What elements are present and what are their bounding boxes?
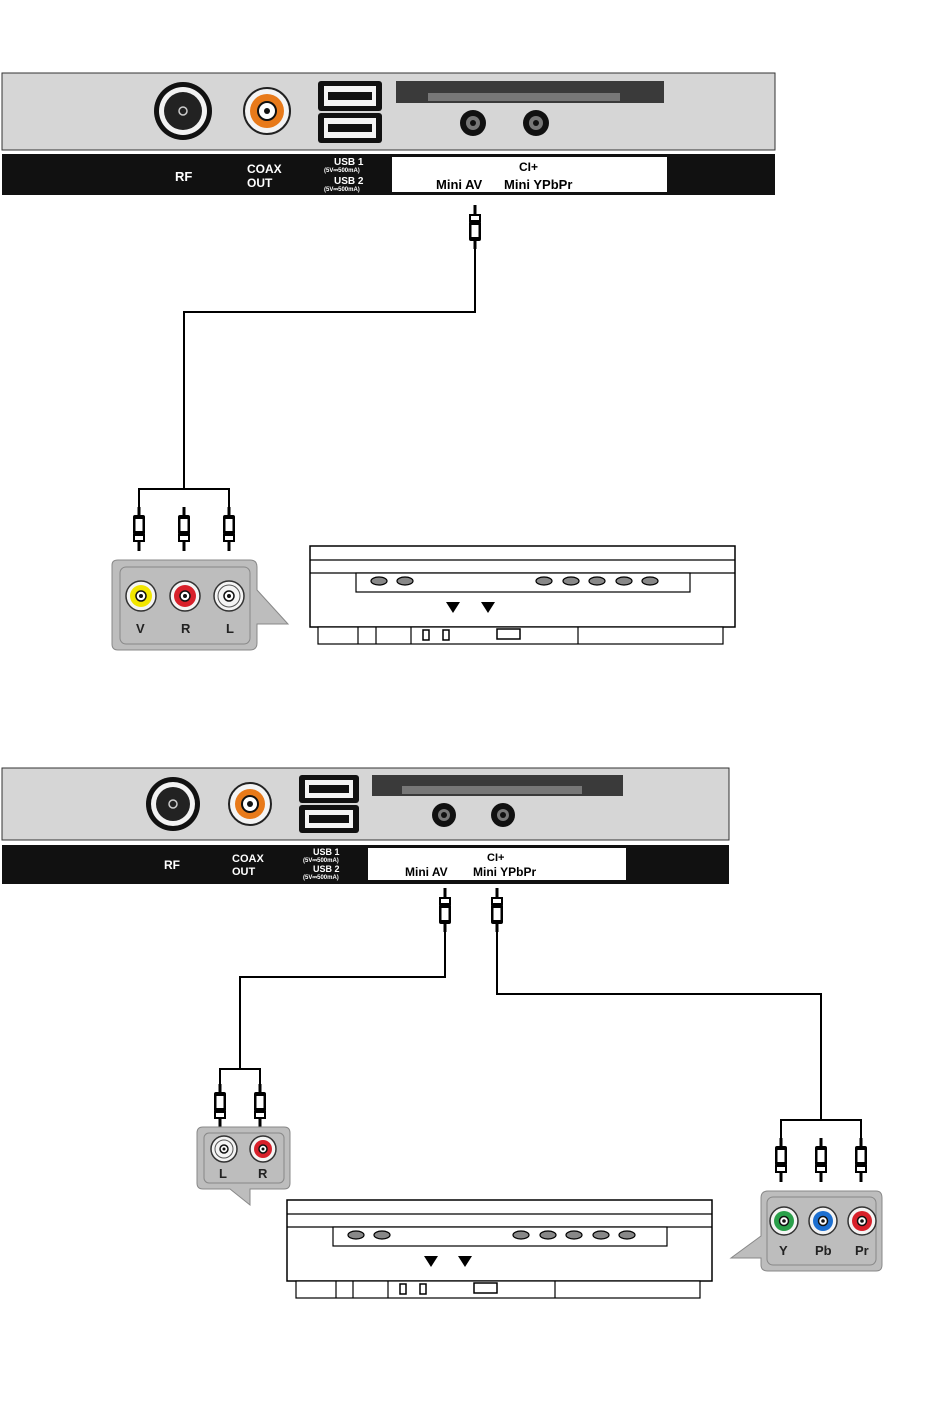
usb1-label: USB 1	[334, 157, 364, 168]
ci-slot-icon	[372, 775, 623, 796]
audio-right-jack-icon	[250, 1136, 276, 1162]
jack-label-pb: Pb	[815, 1243, 832, 1258]
coax-label: COAX	[247, 162, 282, 176]
rf-connector-icon	[154, 82, 212, 140]
mini-av-label: Mini AV	[436, 177, 483, 192]
audio-right-jack-icon	[170, 581, 200, 611]
usb2-spec-label: (5V⎓500mA)	[303, 875, 339, 881]
usb1-label: USB 1	[313, 847, 340, 857]
tv-back-panel-2	[2, 768, 729, 840]
jack-label-r: R	[181, 621, 191, 636]
component-jack-panel: Y Pb Pr	[731, 1191, 882, 1271]
mini-ypbpr-label: Mini YPbPr	[473, 865, 536, 879]
mini-av-jack-icon	[432, 803, 456, 827]
mini-ypbpr-jack-icon	[491, 803, 515, 827]
pr-jack-icon	[848, 1207, 876, 1235]
coax-out-label: OUT	[247, 176, 273, 190]
audio-left-jack-icon	[211, 1136, 237, 1162]
mini-av-jack-icon	[460, 110, 486, 136]
jack-label-r: R	[258, 1166, 268, 1181]
audio-jack-panel: L R	[197, 1127, 290, 1205]
rf-label: RF	[175, 169, 192, 184]
rf-connector-icon	[146, 777, 200, 831]
tv-back-panel-1	[2, 73, 775, 150]
coax-out-label: OUT	[232, 866, 256, 878]
usb1-spec-label: (5V⎓500mA)	[324, 168, 360, 174]
usb2-label: USB 2	[313, 864, 340, 874]
mini-ypbpr-label: Mini YPbPr	[504, 177, 572, 192]
jack-label-v: V	[136, 621, 145, 636]
mini-ypbpr-jack-icon	[523, 110, 549, 136]
source-device-1	[310, 546, 735, 644]
label-bar-1: RF COAX OUT USB 1 (5V⎓500mA) USB 2 (5V⎓5…	[2, 154, 775, 195]
coax-label: COAX	[232, 853, 264, 865]
y-jack-icon	[770, 1207, 798, 1235]
video-jack-icon	[126, 581, 156, 611]
jack-label-pr: Pr	[855, 1243, 869, 1258]
jack-label-y: Y	[779, 1243, 788, 1258]
jack-label-l: L	[219, 1166, 227, 1181]
composite-jack-panel: V R L	[112, 560, 288, 650]
usb2-spec-label: (5V⎓500mA)	[324, 187, 360, 193]
mini-av-label: Mini AV	[405, 865, 448, 879]
usb2-label: USB 2	[334, 176, 364, 187]
source-device-2	[287, 1200, 712, 1298]
ci-label: CI+	[519, 160, 538, 174]
ci-label: CI+	[487, 852, 504, 864]
ci-slot-icon	[396, 81, 664, 103]
pb-jack-icon	[809, 1207, 837, 1235]
coax-out-connector-icon	[244, 88, 290, 134]
label-bar-2: RF COAX OUT USB 1 (5V⎓500mA) USB 2 (5V⎓5…	[2, 845, 729, 884]
audio-cable-2	[214, 888, 451, 1128]
av-cable-1	[133, 205, 481, 551]
rf-label: RF	[164, 858, 180, 872]
jack-label-l: L	[226, 621, 234, 636]
audio-left-jack-icon	[214, 581, 244, 611]
component-cable-2	[491, 888, 867, 1182]
coax-out-connector-icon	[229, 783, 271, 825]
